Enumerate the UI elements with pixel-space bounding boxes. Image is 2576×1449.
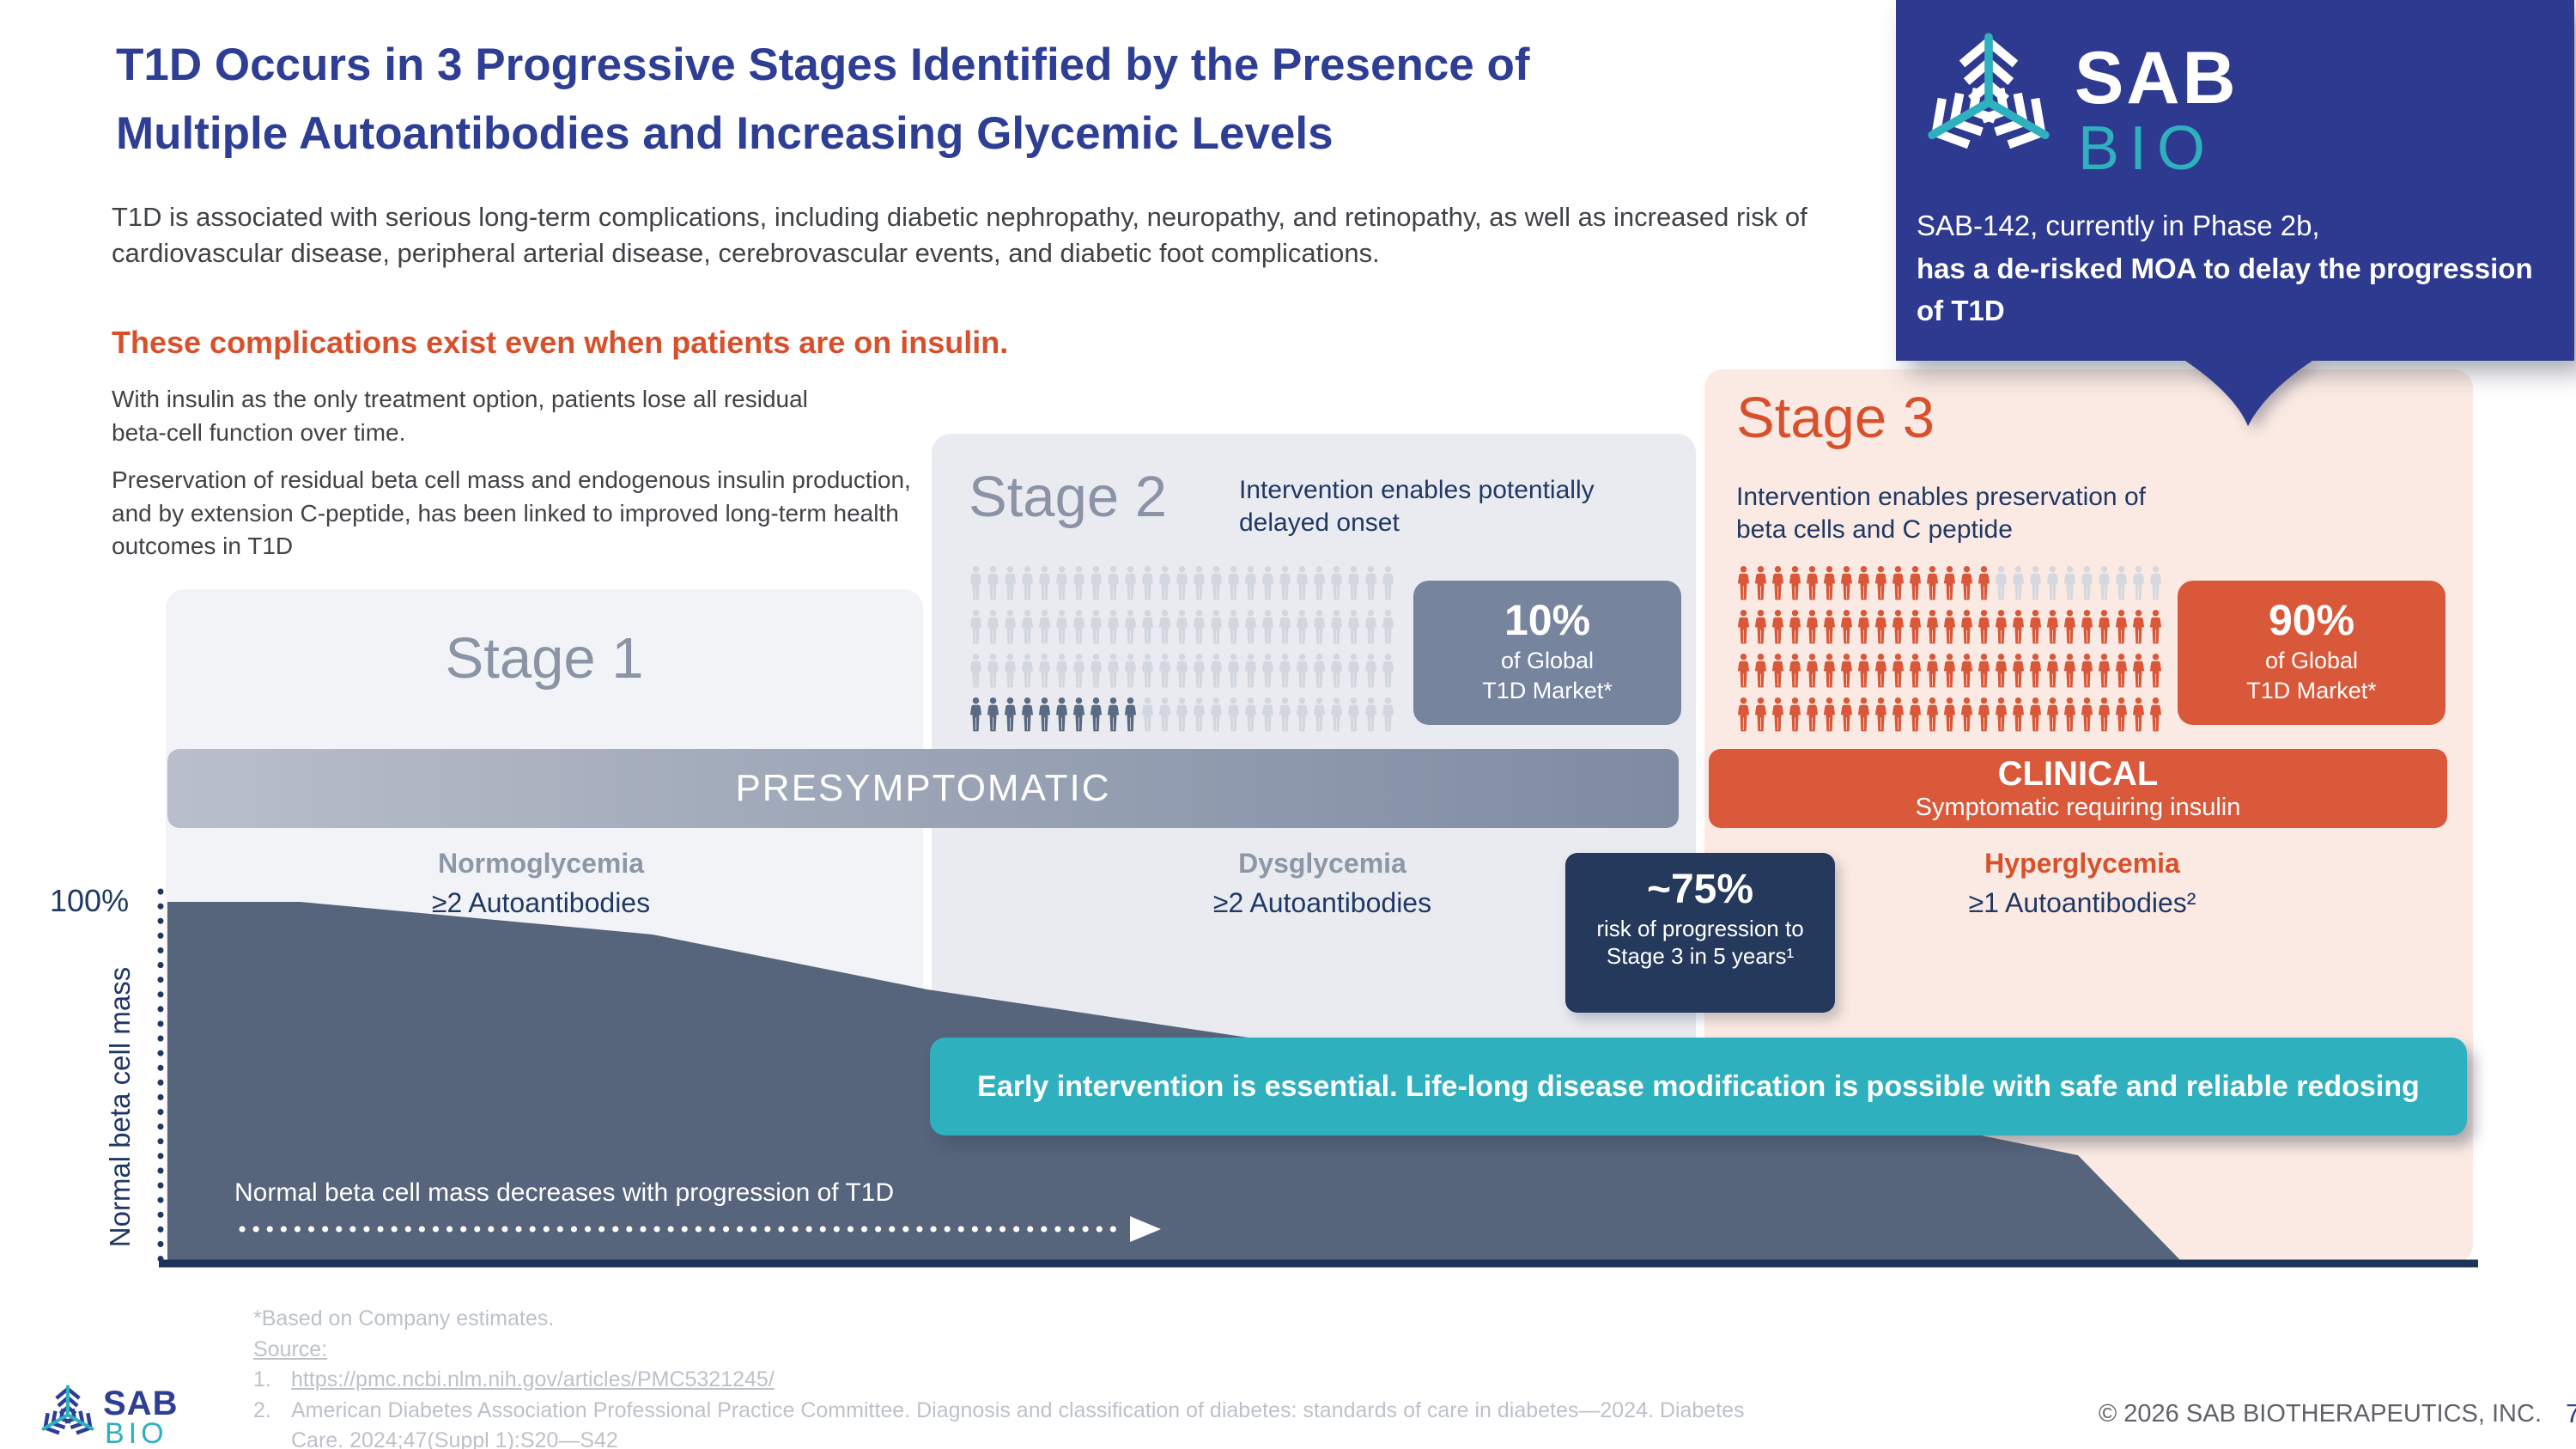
page-title: T1D Occurs in 3 Progressive Stages Ident… xyxy=(116,31,1885,167)
footnote-source-label: Source: xyxy=(253,1336,328,1361)
stage3-market-box: 90% of Global T1D Market* xyxy=(2178,581,2445,725)
y-axis-100pct-label: 100% xyxy=(50,883,130,918)
stage3-market-sub1: of Global xyxy=(2264,647,2359,673)
risk-line2: Stage 3 in 5 years¹ xyxy=(1606,943,1795,970)
page-title-line1: T1D Occurs in 3 Progressive Stages Ident… xyxy=(116,40,1530,90)
stage2-glycemia-label: Dysglycemia ≥2 Autoantibodies xyxy=(1030,843,1614,923)
footnote-1: 1. https://pmc.ncbi.nlm.nih.gov/articles… xyxy=(253,1365,1765,1396)
warning-heading: These complications exist even when pati… xyxy=(112,325,1009,360)
footer-logo-text-sab: SAB xyxy=(103,1385,179,1422)
footnote-2-number: 2. xyxy=(253,1397,271,1422)
page-number: 7 xyxy=(2566,1398,2576,1428)
stage2-label-title: Dysglycemia xyxy=(1238,848,1406,879)
footer-logo-text-bio: BIO xyxy=(105,1417,168,1449)
stage3-people-pictogram xyxy=(1736,563,2166,739)
footnotes: *Based on Company estimates. Source: 1. … xyxy=(253,1304,1765,1449)
stage3-market-sub2: T1D Market* xyxy=(2246,677,2377,703)
y-axis-title: Normal beta cell mass xyxy=(104,966,136,1248)
footnote-based: *Based on Company estimates. xyxy=(253,1306,555,1330)
clinical-banner-title: CLINICAL xyxy=(1997,754,2159,793)
stage1-glycemia-label: Normoglycemia ≥2 Autoantibodies xyxy=(249,843,833,923)
risk-pct: ~75% xyxy=(1646,867,1754,912)
stage1-label-sub: ≥2 Autoantibodies xyxy=(431,887,651,919)
stage3-title: Stage 3 xyxy=(1736,386,1935,450)
stage1-label-title: Normoglycemia xyxy=(437,848,645,879)
stage2-market-sub1: of Global xyxy=(1500,647,1595,673)
stage2-title: Stage 2 xyxy=(969,465,1167,529)
footnote-2-text: American Diabetes Association Profession… xyxy=(291,1397,1745,1449)
stage3-market-pct: 90% xyxy=(2268,596,2355,644)
stage2-label-sub: ≥2 Autoantibodies xyxy=(1212,887,1432,919)
stage1-title: Stage 1 xyxy=(445,626,644,691)
callout-line2: has a de-risked MOA to delay the progres… xyxy=(1917,252,2533,327)
page-title-line2: Multiple Autoantibodies and Increasing G… xyxy=(116,107,1334,159)
stage2-market-sub2: T1D Market* xyxy=(1482,677,1613,703)
sab-logo-text-sab: SAB xyxy=(2075,37,2239,119)
stage2-market-pct: 10% xyxy=(1504,596,1591,644)
clinical-banner: CLINICAL Symptomatic requiring insulin xyxy=(1709,749,2447,828)
decline-annotation: Normal beta cell mass decreases with pro… xyxy=(234,1178,895,1207)
sab-logo-text-bio: BIO xyxy=(2078,114,2216,183)
footnote-1-link[interactable]: https://pmc.ncbi.nlm.nih.gov/articles/PM… xyxy=(291,1367,775,1391)
risk-box: ~75% risk of progression to Stage 3 in 5… xyxy=(1565,853,1835,1013)
footnote-2: 2. American Diabetes Association Profess… xyxy=(253,1396,1765,1449)
stage3-subtitle: Intervention enables preservation of bet… xyxy=(1736,483,2146,544)
clinical-banner-sub: Symptomatic requiring insulin xyxy=(1915,793,2241,821)
stage3-label-sub: ≥1 Autoantibodies² xyxy=(1968,887,2196,919)
callout-text: SAB-142, currently in Phase 2b, has a de… xyxy=(1917,204,2543,332)
sab-logo-icon xyxy=(1915,24,2063,172)
stage3-glycemia-label: Hyperglycemia ≥1 Autoantibodies² xyxy=(1790,843,2374,923)
callout-line1: SAB-142, currently in Phase 2b, xyxy=(1917,210,2320,241)
stage2-people-pictogram xyxy=(969,563,1398,739)
footer-sab-logo-icon xyxy=(36,1381,100,1445)
stage2-subtitle: Intervention enables potentially delayed… xyxy=(1239,476,1595,537)
intro-paragraph: T1D is associated with serious long-term… xyxy=(112,202,1807,268)
insulin-paragraph: With insulin as the only treatment optio… xyxy=(112,386,808,446)
stage2-market-box: 10% of Global T1D Market* xyxy=(1413,581,1681,725)
callout-pointer-icon xyxy=(2183,359,2315,426)
footnote-1-number: 1. xyxy=(253,1367,271,1391)
copyright-text: © 2026 SAB BIOTHERAPEUTICS, INC. xyxy=(2098,1400,2542,1428)
preservation-paragraph: Preservation of residual beta cell mass … xyxy=(112,466,911,560)
intervention-banner: Early intervention is essential. Life-lo… xyxy=(930,1038,2467,1135)
stage3-label-title: Hyperglycemia xyxy=(1984,848,2180,879)
risk-line1: risk of progression to xyxy=(1596,915,1804,941)
presymptomatic-banner: PRESYMPTOMATIC xyxy=(167,749,1679,828)
